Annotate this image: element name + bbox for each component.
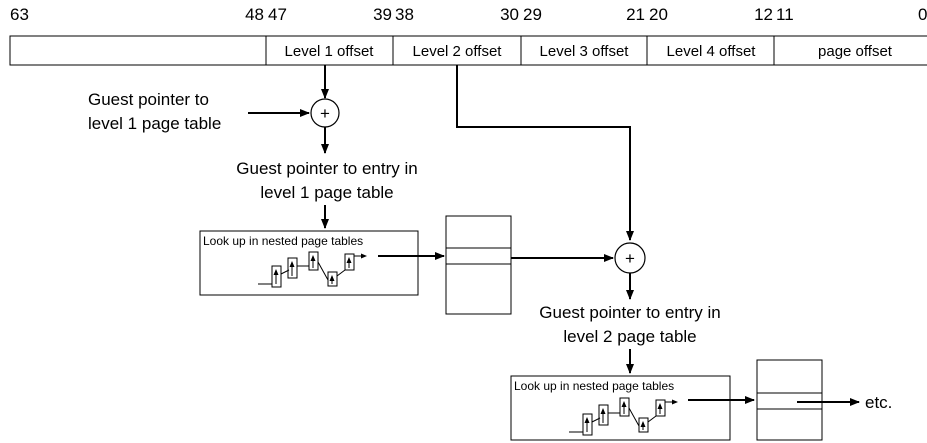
label-entry-l2-line2: level 2 page table bbox=[563, 327, 696, 346]
bit-38: 38 bbox=[395, 5, 414, 24]
nested-walk-icon bbox=[258, 252, 366, 287]
page-table-1 bbox=[446, 216, 511, 314]
field-level2-offset: Level 2 offset bbox=[413, 43, 503, 60]
label-entry-l1-line2: level 1 page table bbox=[260, 183, 393, 202]
label-entry-l1-line1: Guest pointer to entry in bbox=[236, 159, 417, 178]
field-page-offset: page offset bbox=[818, 43, 893, 60]
arrow-level2-to-adder2 bbox=[457, 65, 630, 240]
page-table-outline bbox=[446, 216, 511, 314]
bit-0: 0 bbox=[918, 5, 927, 24]
label-etc: etc. bbox=[865, 393, 892, 412]
field-level4-offset: Level 4 offset bbox=[667, 43, 757, 60]
bit-12: 12 bbox=[754, 5, 773, 24]
label-guest-ptr-l1-line1: Guest pointer to bbox=[88, 90, 209, 109]
bit-number-row: 63 48 47 39 38 30 29 21 20 12 11 0 bbox=[10, 5, 927, 24]
bit-11: 11 bbox=[776, 5, 794, 24]
bit-63: 63 bbox=[10, 5, 29, 24]
virtual-address-register: Level 1 offset Level 2 offset Level 3 of… bbox=[10, 36, 927, 65]
bit-39: 39 bbox=[373, 5, 392, 24]
plus-icon: + bbox=[320, 104, 330, 123]
bit-48: 48 bbox=[245, 5, 264, 24]
nested-walk-icon bbox=[569, 398, 677, 435]
page-table-outline bbox=[757, 360, 822, 440]
label-entry-l2-line1: Guest pointer to entry in bbox=[539, 303, 720, 322]
label-guest-ptr-l1-line2: level 1 page table bbox=[88, 114, 221, 133]
bit-29: 29 bbox=[523, 5, 542, 24]
adder-1: + bbox=[311, 99, 339, 127]
adder-2: + bbox=[615, 243, 645, 273]
bit-21: 21 bbox=[626, 5, 645, 24]
bit-47: 47 bbox=[268, 5, 287, 24]
lookup-box-2: Look up in nested page tables bbox=[511, 376, 730, 440]
field-level1-offset: Level 1 offset bbox=[285, 43, 375, 60]
lookup-box-title: Look up in nested page tables bbox=[514, 379, 674, 393]
lookup-box-title: Look up in nested page tables bbox=[203, 234, 363, 248]
bit-20: 20 bbox=[649, 5, 668, 24]
bit-30: 30 bbox=[500, 5, 519, 24]
lookup-box-1: Look up in nested page tables bbox=[200, 231, 418, 295]
plus-icon: + bbox=[625, 249, 635, 268]
page-table-2 bbox=[757, 360, 822, 440]
field-level3-offset: Level 3 offset bbox=[540, 43, 630, 60]
